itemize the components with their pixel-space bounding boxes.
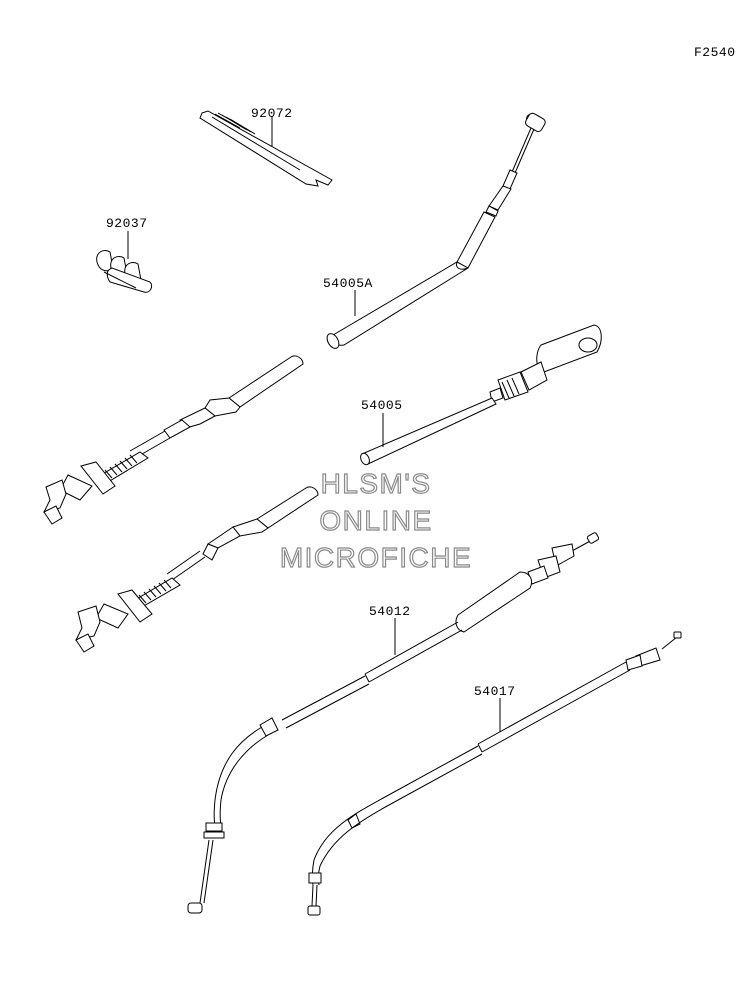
part-left-cable-assembly-lower[interactable] bbox=[75, 486, 319, 653]
watermark: HLSM'S ONLINE MICROFICHE bbox=[279, 467, 472, 573]
label-54005A: 54005A bbox=[323, 276, 373, 291]
watermark-line-2: ONLINE bbox=[319, 505, 432, 536]
label-54012: 54012 bbox=[369, 604, 411, 619]
part-54017-cable[interactable] bbox=[307, 631, 682, 916]
part-92072-cable-tie[interactable] bbox=[199, 110, 333, 187]
part-54012-cable[interactable] bbox=[187, 532, 600, 914]
part-54005-cable[interactable] bbox=[359, 324, 602, 466]
part-left-cable-assembly-upper[interactable] bbox=[43, 355, 304, 525]
label-92072: 92072 bbox=[251, 106, 293, 121]
label-54005: 54005 bbox=[361, 398, 403, 413]
part-54005A-cable[interactable] bbox=[325, 111, 547, 350]
watermark-line-3: MICROFICHE bbox=[280, 542, 472, 573]
label-92037: 92037 bbox=[106, 216, 148, 231]
label-54017: 54017 bbox=[474, 684, 516, 699]
figure-code: F2540 bbox=[694, 45, 736, 60]
part-92037-clamp[interactable] bbox=[96, 231, 153, 293]
watermark-line-1: HLSM'S bbox=[321, 468, 432, 499]
